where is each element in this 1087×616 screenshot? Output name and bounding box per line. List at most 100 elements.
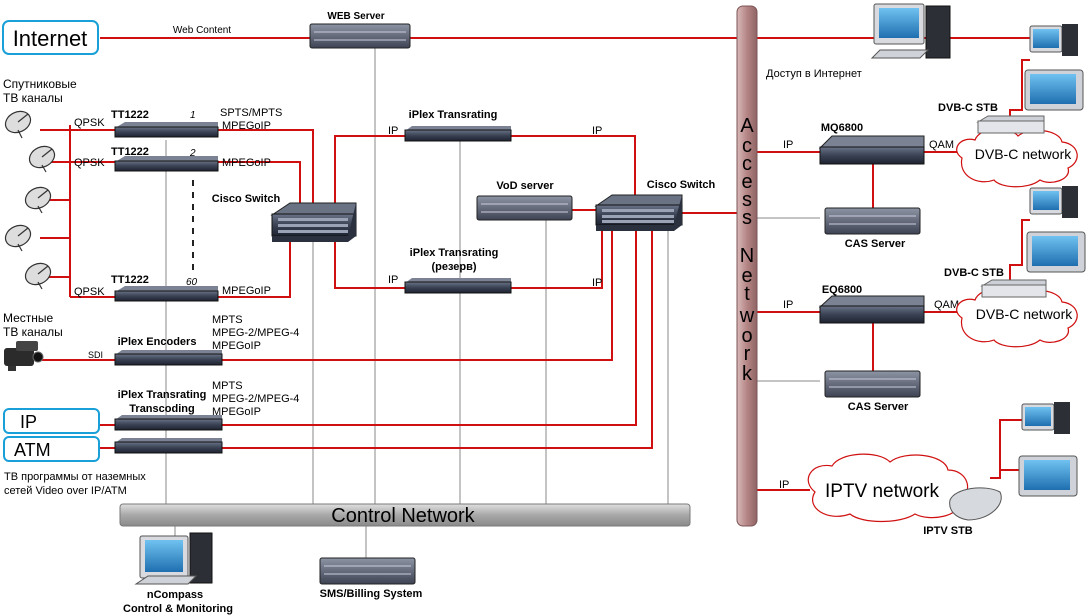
- qpsk-label-2: QPSK: [74, 157, 105, 169]
- svg-text:c: c: [742, 153, 752, 175]
- ip-label: IP: [388, 125, 398, 137]
- ip-label: IP: [388, 274, 398, 286]
- qam-label: QAM: [934, 299, 959, 311]
- pc-icon: [1029, 186, 1078, 218]
- iptv-stb-label: IPTV STB: [923, 525, 973, 537]
- iplex-transcoding[interactable]: iPlex Transrating Transcoding: [114, 389, 223, 454]
- tt1222-label: TT1222: [111, 109, 149, 121]
- iplex-transcoding-label-1: iPlex Transrating: [118, 389, 207, 401]
- tt1222-unit-2[interactable]: TT1222 2: [111, 146, 219, 172]
- iplex-encoders-label: iPlex Encoders: [118, 336, 197, 348]
- mpegoip-label-1: MPEGoIP: [222, 120, 271, 132]
- cas-server-2[interactable]: CAS Server: [824, 370, 921, 413]
- qam-label: QAM: [929, 139, 954, 151]
- satellite-dish-icon: [28, 145, 56, 173]
- spts-mpts-label: SPTS/MPTS: [220, 107, 282, 119]
- local-channels-label-1: Местные: [3, 311, 54, 325]
- eq6800-label: EQ6800: [822, 284, 862, 296]
- mpegoip-label-3: MPEGoIP: [222, 285, 271, 297]
- reserve-label: (резерв): [431, 261, 476, 273]
- mpegoip-label-5: MPEGoIP: [212, 406, 261, 418]
- dvbc-network-label: DVB-C network: [975, 146, 1072, 162]
- control-network-pipe: Control Network: [119, 503, 691, 527]
- web-server-label: WEB Server: [327, 11, 384, 22]
- terrestrial-label-1: ТВ программы от наземных: [4, 471, 146, 483]
- dvbc-stb-label: DVB-C STB: [938, 102, 998, 114]
- eq6800[interactable]: EQ6800: [818, 284, 925, 324]
- svg-text:w: w: [739, 305, 755, 327]
- iplex-transrating-top[interactable]: iPlex Transrating: [404, 109, 512, 142]
- iptv-stb[interactable]: IPTV STB: [923, 487, 1002, 537]
- sms-billing-server[interactable]: SMS/Billing System: [319, 557, 423, 600]
- vod-server[interactable]: VoD server: [476, 180, 573, 221]
- satellite-dish-icon: [24, 186, 52, 214]
- mpeg2-mpeg4-label-1: MPEG-2/MPEG-4: [212, 327, 299, 339]
- mpeg2-mpeg4-label-2: MPEG-2/MPEG-4: [212, 393, 299, 405]
- ncompass-label-1: nCompass: [147, 589, 203, 601]
- tv-icon: [1018, 455, 1078, 497]
- cas-server-label: CAS Server: [845, 238, 906, 250]
- cas-server-label: CAS Server: [848, 401, 909, 413]
- ip-box-label: IP: [20, 412, 37, 432]
- cisco-switch-right[interactable]: Cisco Switch: [594, 179, 716, 231]
- internet-access-pc[interactable]: [870, 3, 951, 59]
- sat-channels-label-2: ТВ каналы: [3, 91, 63, 105]
- mpegoip-label-4: MPEGoIP: [212, 340, 261, 352]
- tt1222-unit-1[interactable]: TT1222 1: [111, 109, 219, 138]
- ip-label: IP: [783, 139, 793, 151]
- video-camera-icon: [4, 341, 44, 371]
- svg-text:e: e: [741, 265, 752, 287]
- iptv-network-label: IPTV network: [825, 481, 940, 502]
- web-server[interactable]: WEB Server: [309, 11, 411, 49]
- iplex-transrating-backup-label: iPlex Transrating: [410, 247, 499, 259]
- internet-access-label: Доступ в Интернет: [766, 68, 862, 80]
- tt-number-60: 60: [186, 277, 198, 288]
- dvbc-network-cloud-2: DVB-C network: [956, 288, 1078, 348]
- terrestrial-label-2: сетей Video over IP/ATM: [4, 485, 127, 497]
- cisco-switch-label: Cisco Switch: [647, 179, 716, 191]
- dvbc-network-label: DVB-C network: [976, 306, 1073, 322]
- cisco-switch-left[interactable]: Cisco Switch: [212, 193, 357, 242]
- sms-billing-label: SMS/Billing System: [320, 588, 423, 600]
- dvbc-stb-1[interactable]: DVB-C STB: [938, 102, 1045, 134]
- ip-label: IP: [592, 125, 602, 137]
- tv-icon: [1024, 69, 1084, 111]
- mpegoip-label-2: MPEGoIP: [222, 157, 271, 169]
- pc-icon: [1029, 24, 1078, 56]
- iplex-encoders[interactable]: iPlex Encoders: [114, 336, 223, 366]
- qpsk-label-3: QPSK: [74, 286, 105, 298]
- iplex-transrating-label: iPlex Transrating: [409, 109, 498, 121]
- tt1222-label: TT1222: [111, 146, 149, 158]
- tt1222-label: TT1222: [111, 274, 149, 286]
- svg-text:r: r: [744, 343, 751, 365]
- vod-server-label: VoD server: [496, 180, 554, 192]
- dvbc-stb-2[interactable]: DVB-C STB: [944, 267, 1047, 298]
- mq6800-label: MQ6800: [821, 122, 863, 134]
- cisco-switch-label: Cisco Switch: [212, 193, 281, 205]
- dvbc-stb-label: DVB-C STB: [944, 267, 1004, 279]
- internet-label: Internet: [13, 26, 88, 51]
- mq6800[interactable]: MQ6800: [818, 122, 925, 165]
- satellite-dish-icon: [4, 110, 32, 139]
- tt-number-1: 1: [190, 110, 196, 121]
- atm-box[interactable]: ATM: [3, 436, 100, 462]
- internet-box[interactable]: Internet: [2, 20, 99, 55]
- svg-text:t: t: [744, 283, 750, 305]
- access-network-pipe: A c c e s s N e t w o r k: [736, 5, 758, 527]
- cas-server-1[interactable]: CAS Server: [824, 207, 921, 250]
- ncompass-workstation[interactable]: nCompass Control & Monitoring: [123, 532, 233, 615]
- satellite-dishes: [4, 110, 56, 290]
- ip-box[interactable]: IP: [3, 408, 100, 434]
- svg-text:N: N: [740, 245, 754, 267]
- iplex-transrating-backup[interactable]: iPlex Transrating (резерв): [404, 247, 512, 294]
- local-channels-label-2: ТВ каналы: [3, 325, 63, 339]
- ip-label: IP: [783, 299, 793, 311]
- ip-label: IP: [779, 479, 789, 491]
- svg-text:c: c: [742, 135, 752, 157]
- sdi-label: SDI: [88, 350, 103, 360]
- svg-text:k: k: [742, 363, 753, 385]
- sat-channels-label-1: Спутниковые: [3, 77, 77, 91]
- tt1222-unit-60[interactable]: TT1222 60: [111, 274, 219, 302]
- svg-text:s: s: [742, 207, 752, 229]
